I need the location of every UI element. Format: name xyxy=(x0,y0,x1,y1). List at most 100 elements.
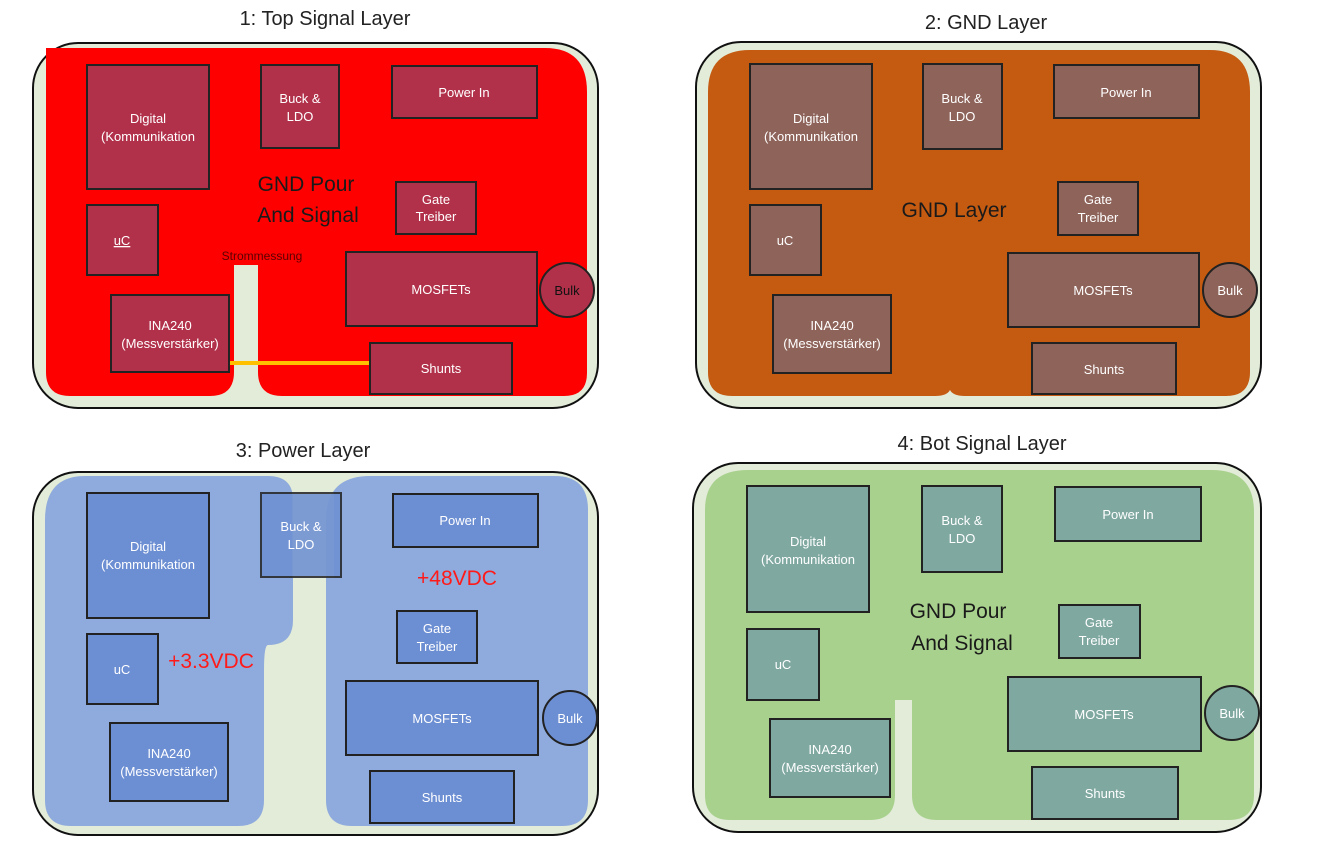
gnd-layer-title: 2: GND Layer xyxy=(924,12,1048,34)
ldo-label: LDO xyxy=(949,531,976,546)
buck-ldo-block xyxy=(260,492,342,578)
shunts-block xyxy=(369,342,513,395)
mosfets-block xyxy=(345,251,538,327)
shunts-label: Shunts xyxy=(1084,362,1125,377)
digital-label: Digital xyxy=(790,534,826,549)
digital-sublabel: (Kommunikation xyxy=(101,557,195,572)
digital-label: Digital xyxy=(130,111,166,126)
ldo-label: LDO xyxy=(287,109,314,124)
buck-label: Buck & xyxy=(280,519,322,534)
digital-sublabel: (Kommunikation xyxy=(101,129,195,144)
gate-driver-block xyxy=(395,181,477,235)
power-in-block xyxy=(1053,64,1200,119)
digital-block xyxy=(86,492,210,619)
mosfets-block xyxy=(1007,252,1200,328)
bulk-cap xyxy=(542,690,598,746)
uc-block xyxy=(746,628,820,701)
digital-sublabel: (Kommunikation xyxy=(761,552,855,567)
bot-signal-panel: Digital (Kommunikation Buck & LDO Power … xyxy=(692,462,1262,833)
ina240-sublabel: (Messverstärker) xyxy=(121,336,219,351)
treiber-label: Treiber xyxy=(1079,633,1120,648)
power-in-block xyxy=(392,493,539,548)
ina240-sublabel: (Messverstärker) xyxy=(783,336,881,351)
ina240-block xyxy=(769,718,891,798)
gate-driver-block xyxy=(396,610,478,664)
gate-driver-block xyxy=(1058,604,1141,659)
gate-label: Gate xyxy=(1084,192,1112,207)
buck-label: Buck & xyxy=(941,91,983,106)
digital-block xyxy=(86,64,210,190)
48v-label: +48VDC xyxy=(417,567,497,590)
gnd-panel: Digital (Kommunikation Buck & LDO Power … xyxy=(695,41,1262,409)
mosfets-block xyxy=(1007,676,1202,752)
bulk-cap xyxy=(1204,685,1260,741)
bulk-label: Bulk xyxy=(557,711,583,726)
top-pour-label-1: GND Pour xyxy=(258,173,355,196)
buck-label: Buck & xyxy=(941,513,983,528)
mosfets-block xyxy=(345,680,539,756)
top-signal-panel: Digital (Kommunikation Buck & LDO Power … xyxy=(32,42,599,409)
power-in-label: Power In xyxy=(1100,85,1151,100)
power-panel: Digital (Kommunikation Buck & LDO Power … xyxy=(32,471,599,836)
mosfets-label: MOSFETs xyxy=(412,711,472,726)
top-pour-label-2: And Signal xyxy=(257,204,359,227)
power-in-block xyxy=(1054,486,1202,542)
ina240-label: INA240 xyxy=(810,318,853,333)
bulk-label: Bulk xyxy=(1219,706,1245,721)
shunts-label: Shunts xyxy=(422,790,463,805)
ina240-block xyxy=(110,294,230,373)
ina240-label: INA240 xyxy=(148,318,191,333)
buck-ldo-block xyxy=(921,485,1003,573)
uc-label: uC xyxy=(777,233,794,248)
bulk-label: Bulk xyxy=(554,283,580,298)
gate-label: Gate xyxy=(422,192,450,207)
treiber-label: Treiber xyxy=(416,209,457,224)
uc-block xyxy=(86,633,159,705)
shunts-label: Shunts xyxy=(1085,786,1126,801)
digital-sublabel: (Kommunikation xyxy=(764,129,858,144)
bulk-cap xyxy=(1202,262,1258,318)
top-layer-title: 1: Top Signal Layer xyxy=(239,8,411,30)
ina240-label: INA240 xyxy=(147,746,190,761)
ldo-label: LDO xyxy=(949,109,976,124)
power-in-block xyxy=(391,65,538,119)
shunts-block xyxy=(369,770,515,824)
digital-label: Digital xyxy=(793,111,829,126)
power-in-label: Power In xyxy=(1102,507,1153,522)
ina240-sublabel: (Messverstärker) xyxy=(781,760,879,775)
gnd-pour-label: GND Layer xyxy=(901,199,1006,222)
mosfets-label: MOSFETs xyxy=(1074,707,1134,722)
shunts-block xyxy=(1031,766,1179,820)
buck-ldo-block xyxy=(922,63,1003,150)
mosfets-label: MOSFETs xyxy=(1073,283,1133,298)
digital-block xyxy=(746,485,870,613)
uc-label: uC xyxy=(114,233,131,248)
buck-label: Buck & xyxy=(279,91,321,106)
treiber-label: Treiber xyxy=(417,639,458,654)
ina240-block xyxy=(772,294,892,374)
power-layer-title: 3: Power Layer xyxy=(235,440,371,462)
gate-label: Gate xyxy=(423,621,451,636)
gate-label: Gate xyxy=(1085,615,1113,630)
uc-label: uC xyxy=(775,657,792,672)
uc-block xyxy=(86,204,159,276)
ina240-sublabel: (Messverstärker) xyxy=(120,764,218,779)
treiber-label: Treiber xyxy=(1078,210,1119,225)
ina240-block xyxy=(109,722,229,802)
buck-ldo-block xyxy=(260,64,340,149)
shunts-block xyxy=(1031,342,1177,395)
bot-layer-title: 4: Bot Signal Layer xyxy=(897,433,1067,455)
strommessung-label: Strommessung xyxy=(222,249,303,263)
digital-label: Digital xyxy=(130,539,166,554)
mosfets-label: MOSFETs xyxy=(411,282,471,297)
shunts-label: Shunts xyxy=(421,361,462,376)
power-in-label: Power In xyxy=(438,85,489,100)
power-in-label: Power In xyxy=(439,513,490,528)
3v3-label: +3.3VDC xyxy=(168,650,254,673)
uc-label: uC xyxy=(114,662,131,677)
uc-block xyxy=(749,204,822,276)
gate-driver-block xyxy=(1057,181,1139,236)
bulk-label: Bulk xyxy=(1217,283,1243,298)
ina240-label: INA240 xyxy=(808,742,851,757)
